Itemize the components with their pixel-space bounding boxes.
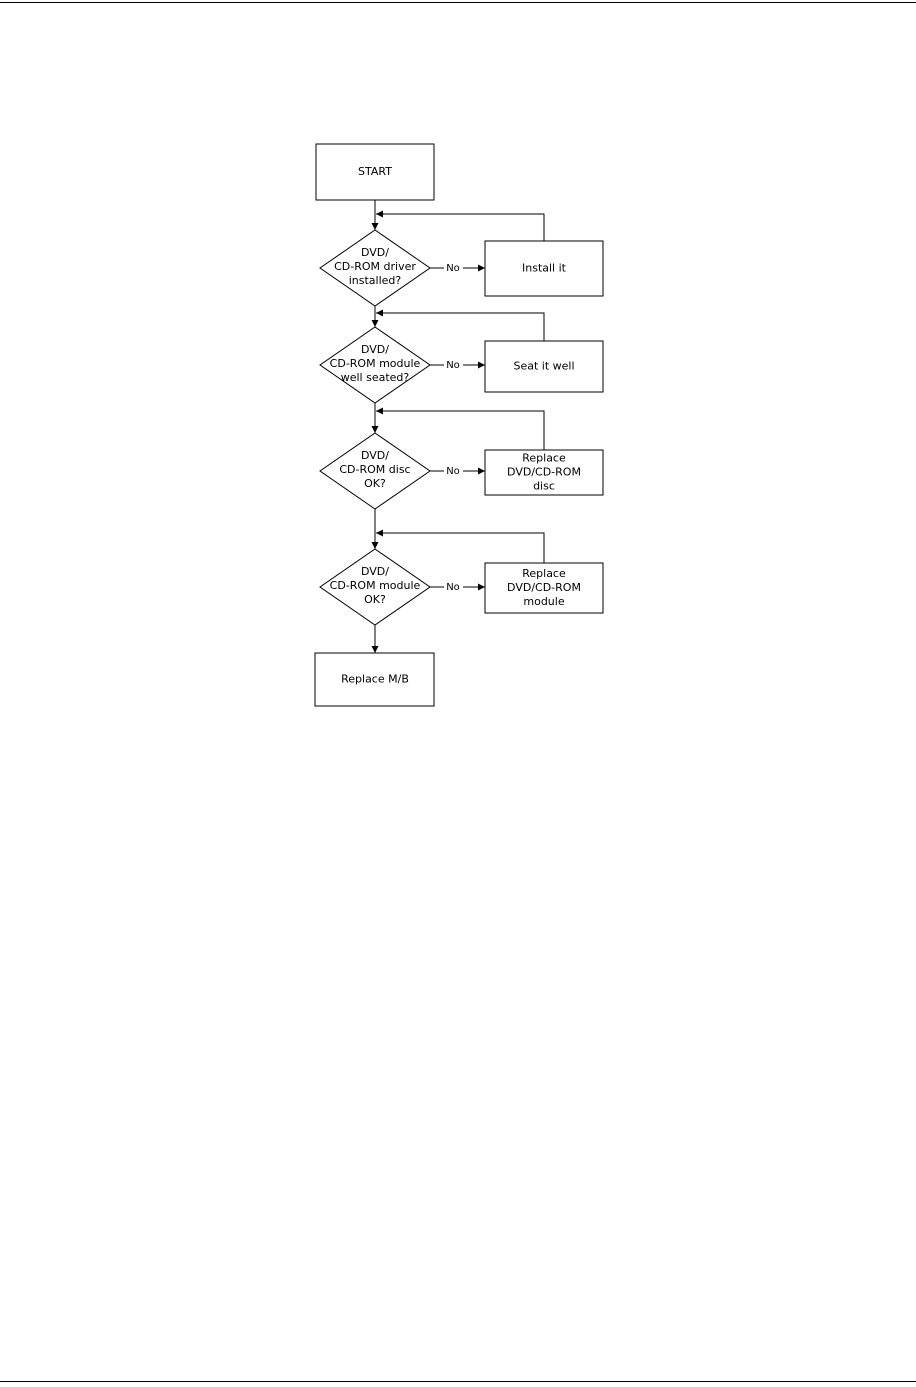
decision-label: installed?	[349, 274, 402, 287]
no-label: No	[446, 582, 460, 593]
action-label: DVD/CD-ROM	[507, 466, 581, 479]
decision-label: OK?	[364, 593, 386, 606]
loop-back-arrow	[376, 533, 544, 563]
decision-label: DVD/	[361, 565, 389, 578]
footer-rule	[0, 1381, 916, 1382]
loop-back-arrow	[376, 313, 544, 341]
no-label: No	[446, 360, 460, 371]
decision-label: CD-ROM disc	[339, 463, 410, 476]
decision-label: CD-ROM module	[330, 357, 421, 370]
action-label: Replace	[522, 452, 566, 465]
action-label: Seat it well	[513, 360, 574, 373]
decision-label: DVD/	[361, 246, 389, 259]
decision-label: well seated?	[341, 371, 410, 384]
start-label: START	[358, 165, 392, 178]
decision-label: DVD/	[361, 343, 389, 356]
action-label: DVD/CD-ROM	[507, 581, 581, 594]
action-label: disc	[533, 480, 555, 493]
action-label: module	[523, 595, 564, 608]
decision-label: CD-ROM driver	[334, 260, 416, 273]
loop-back-arrow	[376, 214, 544, 241]
action-label: Replace	[522, 567, 566, 580]
no-label: No	[446, 466, 460, 477]
decision-label: CD-ROM module	[330, 579, 421, 592]
loop-back-arrow	[376, 411, 544, 450]
action-label: Install it	[522, 262, 567, 275]
decision-label: OK?	[364, 477, 386, 490]
end-label: Replace M/B	[341, 673, 409, 686]
decision-label: DVD/	[361, 449, 389, 462]
no-label: No	[446, 263, 460, 274]
